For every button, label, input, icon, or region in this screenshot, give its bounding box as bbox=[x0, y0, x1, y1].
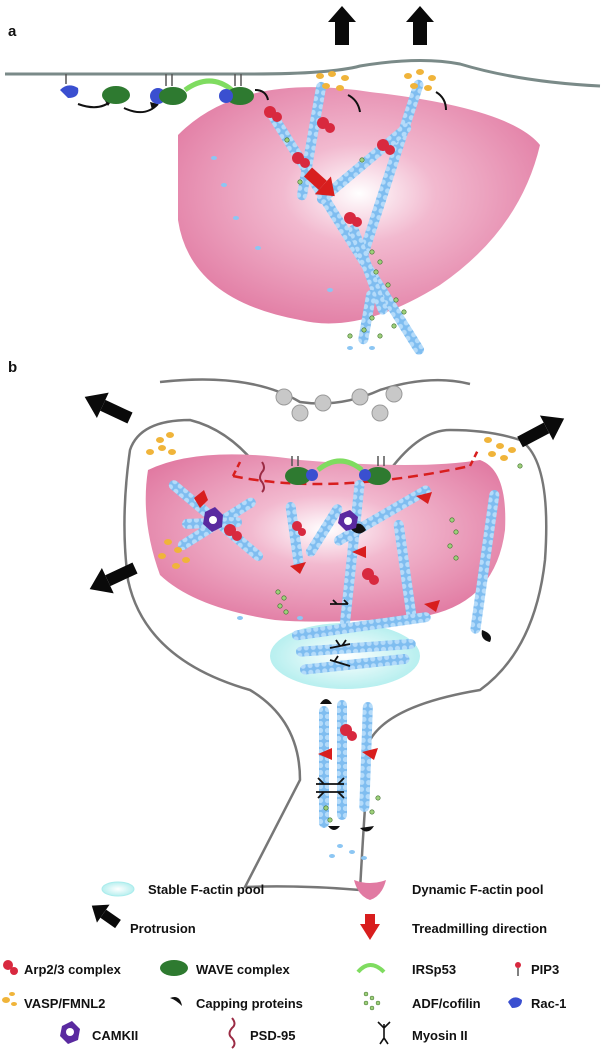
arp23-complexes-b bbox=[224, 521, 379, 741]
myosin-b bbox=[316, 599, 351, 799]
legend-camkii-icon bbox=[60, 1021, 80, 1044]
actin-monomers-b bbox=[237, 616, 367, 860]
legend-rac1-icon bbox=[508, 997, 522, 1008]
protrusion-arrows-b bbox=[84, 392, 565, 594]
legend-treadmill-label: Treadmilling direction bbox=[412, 921, 547, 936]
legend-myosin-icon bbox=[377, 1021, 391, 1045]
legend-treadmill-icon bbox=[360, 914, 380, 940]
legend-arp23-label: Arp2/3 complex bbox=[24, 962, 122, 977]
camkii-b bbox=[203, 507, 358, 532]
legend-dynamic-swatch bbox=[354, 880, 386, 900]
treadmill-arrow-a bbox=[303, 167, 335, 197]
membrane-a bbox=[5, 58, 601, 88]
panel-b-label: b bbox=[8, 359, 17, 376]
membrane-complexes-a bbox=[60, 74, 269, 114]
presynaptic-membrane bbox=[159, 378, 471, 405]
legend-myosin-label: Myosin II bbox=[412, 1028, 468, 1043]
legend-rac1-label: Rac-1 bbox=[531, 996, 566, 1011]
legend-irsp53-label: IRSp53 bbox=[412, 962, 456, 977]
legend-pip3-label: PIP3 bbox=[531, 962, 559, 977]
legend-irsp53-icon bbox=[356, 963, 386, 974]
legend-stable-label: Stable F-actin pool bbox=[148, 882, 264, 897]
protrusion-arrows-a bbox=[328, 6, 434, 45]
legend-stable-swatch bbox=[101, 881, 135, 897]
psd-dashed-line bbox=[232, 464, 471, 486]
legend-capping-label: Capping proteins bbox=[196, 996, 303, 1011]
legend-psd95-label: PSD-95 bbox=[250, 1028, 296, 1043]
arp23-complexes-a bbox=[264, 106, 395, 227]
membrane-complexes-b bbox=[259, 456, 391, 493]
legend-adf-icon bbox=[363, 991, 381, 1011]
vasp-clusters-b bbox=[146, 432, 516, 569]
legend-psd95-icon bbox=[228, 1017, 236, 1049]
actin-monomers-a bbox=[211, 156, 375, 350]
vesicles bbox=[275, 385, 403, 422]
capping-a bbox=[347, 91, 447, 113]
legend-camkii-label: CAMKII bbox=[92, 1028, 138, 1043]
legend-pip3-icon bbox=[515, 962, 521, 976]
dynamic-pool-a bbox=[178, 87, 540, 324]
legend-capping-icon bbox=[170, 997, 182, 1006]
cofilin-b bbox=[275, 463, 523, 823]
legend-protrusion-icon bbox=[91, 904, 121, 929]
legend: Stable F-actin pool Dynamic F-actin pool… bbox=[2, 880, 566, 1049]
cofilin-a bbox=[284, 137, 407, 339]
legend-protrusion-label: Protrusion bbox=[130, 921, 196, 936]
legend-arp23-icon bbox=[3, 960, 18, 975]
vasp-clusters-a bbox=[316, 69, 436, 91]
panel-a-label: a bbox=[8, 23, 17, 40]
legend-wave-label: WAVE complex bbox=[196, 962, 290, 977]
legend-vasp-label: VASP/FMNL2 bbox=[24, 996, 105, 1011]
legend-wave-icon bbox=[160, 960, 188, 976]
legend-vasp-icon bbox=[2, 992, 17, 1006]
legend-dynamic-label: Dynamic F-actin pool bbox=[412, 882, 543, 897]
treadmill-arrows-b bbox=[194, 490, 440, 760]
legend-adf-label: ADF/cofilin bbox=[412, 996, 481, 1011]
